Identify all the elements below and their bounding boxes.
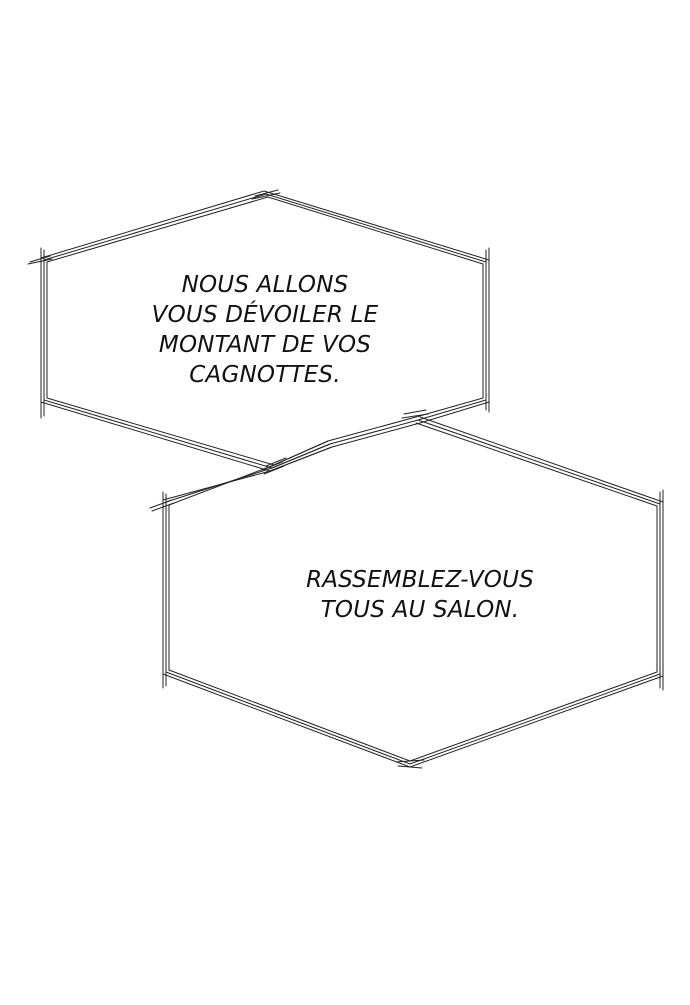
join-hatching <box>261 457 287 475</box>
bubble-1-outline <box>27 189 490 472</box>
bubble-2-line-1: RASSEMBLEZ-VOUS <box>306 567 534 593</box>
bubble-1-line-4: CAGNOTTES. <box>189 362 341 388</box>
speech-bubble-2-text: RASSEMBLEZ-VOUS TOUS AU SALON. <box>270 565 570 625</box>
bubble-1-line-1: NOUS ALLONS <box>181 272 349 298</box>
bubble-2-line-2: TOUS AU SALON. <box>320 597 520 623</box>
speech-bubble-1-text: NOUS ALLONS VOUS DÉVOILER LE MONTANT DE … <box>120 270 410 390</box>
bubble-1-line-2: VOUS DÉVOILER LE <box>151 302 379 328</box>
bubble-1-line-3: MONTANT DE VOS <box>158 332 372 358</box>
